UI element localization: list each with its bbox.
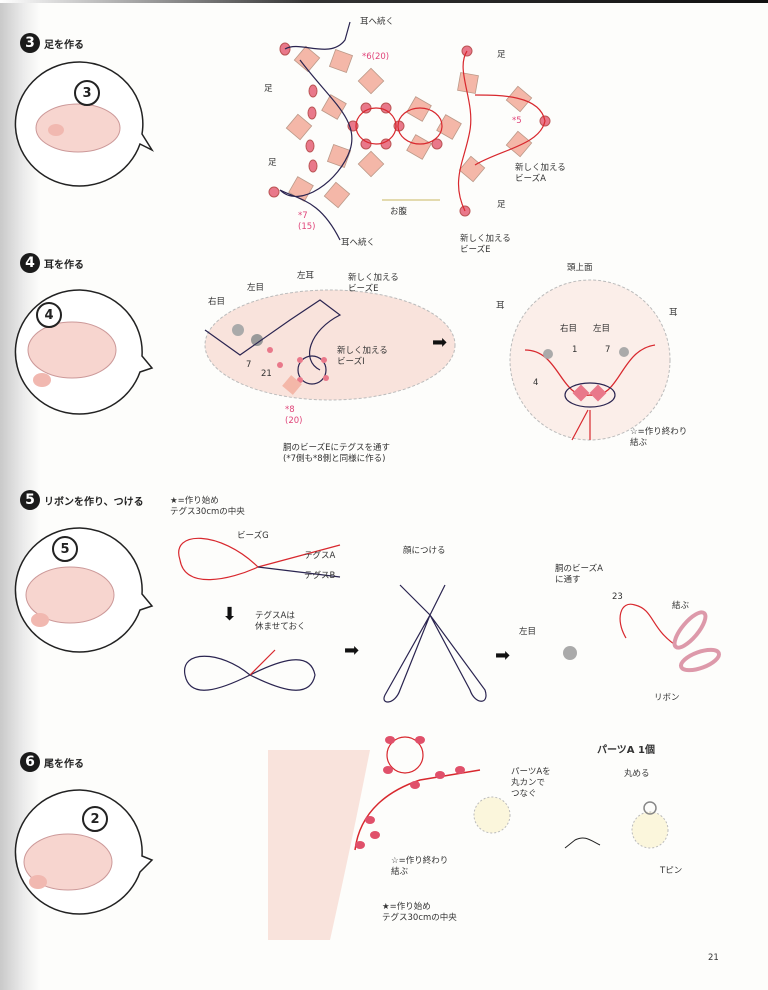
label: 左目 [593,324,611,334]
label: 右目 [208,297,226,307]
label: パーツAを 丸カンで つなぐ [511,767,551,799]
arrow-down-icon: ⬇ [222,604,238,625]
label: *6(20) [362,52,390,62]
label: 7 [246,360,252,370]
label: 結ぶ [672,601,690,611]
label: 新しく加える ビーズA [515,163,566,184]
label: Tピン [660,866,683,876]
label: お腹 [390,207,408,217]
pig-bubble-3 [14,61,155,187]
page-top-edge [0,0,768,3]
label: 新しく加える ビーズE [460,234,511,255]
section-title: 足を作る [44,39,84,51]
label: リボン [654,693,680,703]
label: 胴のビーズEにテグスを通す (*7側も*8側と同様に作る) [283,443,390,464]
step-number: 4 [20,253,40,273]
arrow-right-icon: ➡ [495,645,511,666]
section-header-4: 4 耳を作る [20,253,84,273]
label: 新しく加える ビーズE [348,273,399,294]
step3-leg-diagram [268,21,551,241]
label: 左目 [247,283,265,293]
pig-bubble-4 [14,289,154,415]
step-number: 3 [20,33,40,53]
label: ★=作り始め テグス30cmの中央 [382,902,457,923]
section-header-3: 3 足を作る [20,33,84,53]
label: 1 [572,345,578,355]
label: 耳へ続く [341,238,376,248]
label: テグスAは 休ませておく [255,611,306,632]
step-number: 6 [20,752,40,772]
label: 23 [612,592,623,602]
label: ビーズG [237,531,269,541]
step-number: 5 [20,490,40,510]
section-header-6: 6 尾を作る [20,752,84,772]
label: ☆=作り終わり 結ぶ [630,427,688,448]
label: 顔につける [403,546,446,556]
arrow-right-icon: ➡ [344,640,360,661]
label: テグスB [304,571,336,581]
pig-bubble-5 [14,527,154,653]
step4-face-diagram [204,289,456,401]
label: 耳 [669,308,678,318]
page-number: 21 [708,953,719,963]
label: テグスA [304,551,336,561]
label: 21 [261,369,272,379]
label: 足 [264,84,273,94]
bubble-number: 4 [36,302,62,328]
label: *5 [512,116,522,126]
arrow-right-icon: ➡ [432,332,448,353]
section-title: リボンを作り、つける [44,496,144,508]
label: 4 [533,378,539,388]
section-title: 尾を作る [44,758,84,770]
label: ☆=作り終わり 結ぶ [391,856,449,877]
step4-head-top-diagram [509,279,671,441]
bubble-number: 5 [52,536,78,562]
label: 頭上面 [567,263,593,273]
label: 右目 [560,324,578,334]
step5-ribbon-diagrams [178,537,721,703]
label: ★=作り始め テグス30cmの中央 [170,496,245,517]
section-header-5: 5 リボンを作り、つける [20,490,144,510]
label: 耳へ続く [360,17,395,27]
parts-title: パーツA 1個 [597,745,655,756]
label: 新しく加える ビーズI [337,346,388,367]
label: 足 [268,158,277,168]
label: *7 (15) [298,211,316,232]
pig-bubble-6 [14,789,154,915]
label: 足 [497,200,506,210]
label: 左耳 [297,271,315,281]
label: 丸める [624,769,650,779]
bubble-number: 3 [74,80,100,106]
label: 左目 [519,627,537,637]
step6-tail-diagram [268,736,669,940]
section-title: 耳を作る [44,259,84,271]
bubble-number: 2 [82,806,108,832]
label: 7 [605,345,611,355]
label: 足 [497,50,506,60]
label: 耳 [496,301,505,311]
label: *8 (20) [285,405,303,426]
label: 胴のビーズA に通す [555,564,603,585]
